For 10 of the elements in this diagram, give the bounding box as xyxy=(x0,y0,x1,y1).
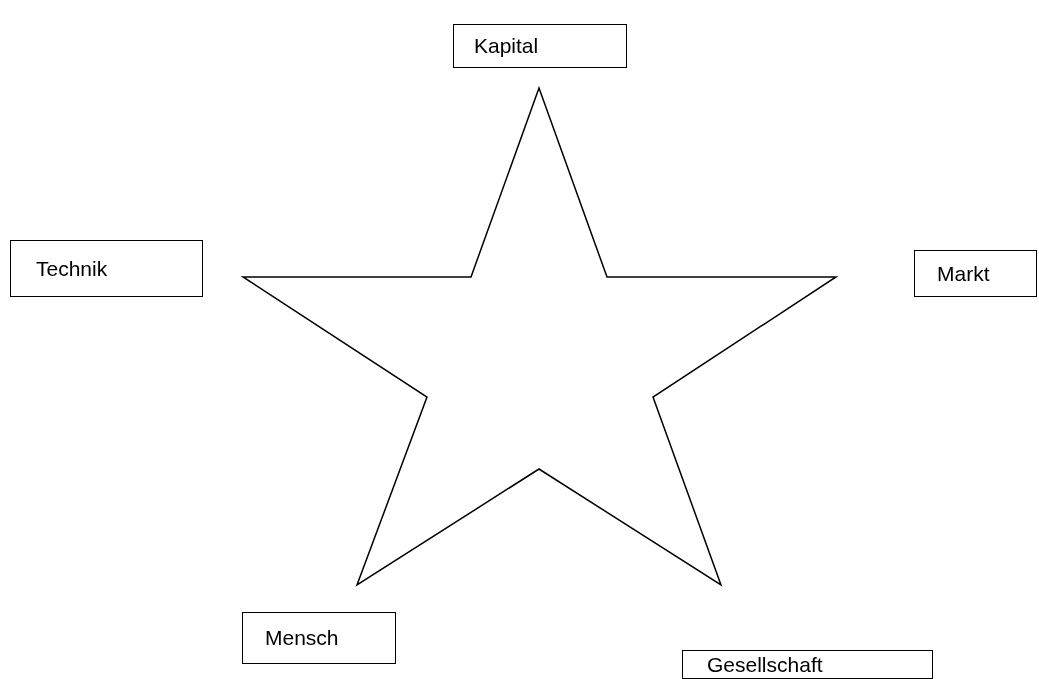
box-label: Gesellschaft xyxy=(707,652,823,677)
label-box xyxy=(10,240,203,297)
label-box xyxy=(914,250,1037,297)
label-box xyxy=(453,24,627,68)
box-label: Technik xyxy=(36,256,108,281)
box-label: Mensch xyxy=(265,626,339,650)
label-box xyxy=(242,612,396,664)
box-label: Markt xyxy=(937,261,990,286)
box-label: Kapital xyxy=(474,34,539,58)
label-box xyxy=(682,650,933,679)
